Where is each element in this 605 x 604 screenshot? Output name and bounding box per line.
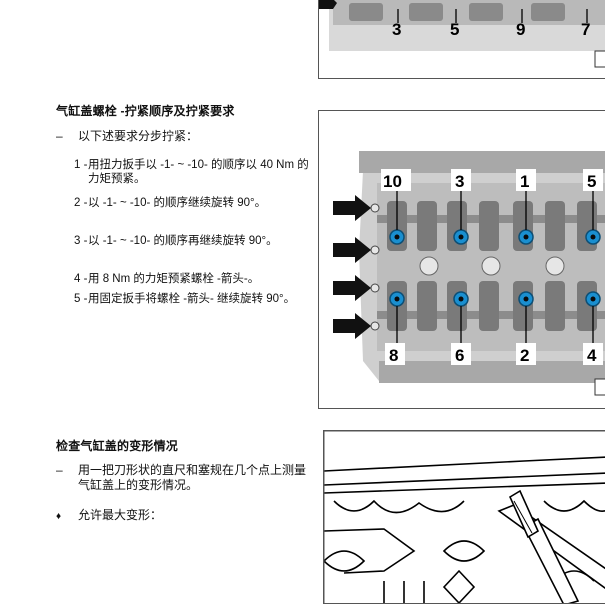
section-heading-torque-sequence: 气缸盖螺栓 -拧紧顺序及拧紧要求 — [56, 104, 235, 118]
callout-label: 5 — [587, 172, 596, 191]
dash-marker: – — [56, 463, 63, 477]
instruction-text: 以下述要求分步拧紧： — [78, 129, 199, 143]
step-text: 用扭力扳手以 -1- ~ -10- 的顺序以 40 Nm 的力矩预紧。 — [88, 159, 309, 185]
arrow-icon — [333, 195, 371, 221]
section-heading-deformation-check: 检查气缸盖的变形情况 — [56, 439, 179, 453]
step-text: 用固定扳手将螺栓 -箭头- 继续旋转 90°。 — [88, 293, 296, 305]
engine-top-drawing: 3 5 9 7 — [319, 0, 605, 78]
callout-label: 2 — [520, 346, 529, 365]
callout-label: 10 — [383, 172, 402, 191]
callout-label: 5 — [450, 20, 459, 39]
diamond-bullet-icon: ♦ — [56, 511, 62, 522]
arrow-icon — [333, 313, 371, 339]
arrow-icon — [333, 237, 371, 263]
callout-label: 8 — [389, 346, 398, 365]
requirement-item: ♦ 允许最大变形： — [56, 508, 306, 524]
callout-label: 3 — [392, 20, 401, 39]
callout-label: 6 — [455, 346, 464, 365]
instruction-item: – 以下述要求分步拧紧： — [56, 129, 306, 145]
callout-label: 7 — [581, 20, 590, 39]
arrow-icon — [319, 0, 337, 9]
callout-label: 4 — [587, 346, 597, 365]
requirement-text: 允许最大变形： — [78, 508, 163, 522]
step-number: 5 - — [74, 293, 88, 305]
callout-label: 3 — [455, 172, 464, 191]
step-number: 1 - — [74, 159, 88, 171]
dash-marker: – — [56, 129, 63, 143]
step-list: 1 - 用扭力扳手以 -1- ~ -10- 的顺序以 40 Nm 的力矩预紧。 … — [74, 159, 324, 339]
figure-bolt-sequence-top: 3 5 9 7 — [318, 0, 605, 79]
step-number: 2 - — [74, 197, 88, 209]
step-text: 用 8 Nm 的力矩预紧螺栓 -箭头-。 — [88, 273, 260, 285]
step-text: 以 -1- ~ -10- 的顺序继续旋转 90°。 — [88, 197, 267, 209]
step-number: 4 - — [74, 273, 88, 285]
instruction-item: – 用一把刀形状的直尺和塞规在几个点上测量气缸盖上的变形情况。 — [56, 463, 316, 495]
step-text: 以 -1- ~ -10- 的顺序再继续旋转 90°。 — [88, 235, 278, 247]
instruction-text: 用一把刀形状的直尺和塞规在几个点上测量气缸盖上的变形情况。 — [78, 463, 307, 492]
arrow-icon — [333, 275, 371, 301]
figure-straightedge-check — [323, 430, 605, 604]
callout-label: 9 — [516, 20, 525, 39]
straightedge-drawing — [324, 431, 605, 603]
step-number: 3 - — [74, 235, 88, 247]
figure-bolt-sequence-main: 10 3 1 5 8 6 2 4 — [318, 110, 605, 409]
callout-label: 1 — [520, 172, 529, 191]
cylinder-head-drawing: 10 3 1 5 8 6 2 4 — [319, 111, 605, 408]
